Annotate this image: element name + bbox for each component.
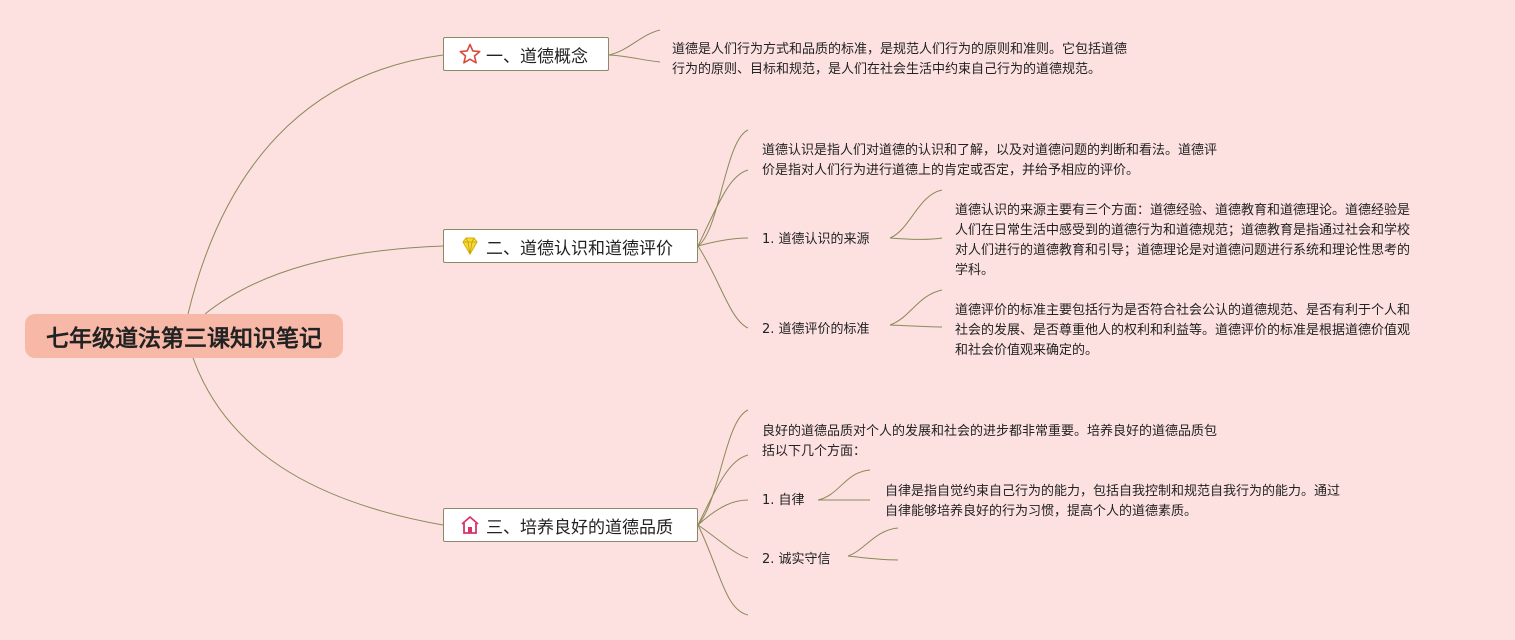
star-icon bbox=[458, 42, 482, 66]
sub-self-discipline-note: 自律是指自觉约束自己行为的能力，包括自我控制和规范自我行为的能力。通过 自律能够… bbox=[885, 484, 1341, 519]
root-title: 七年级道法第三课知识笔记 bbox=[46, 326, 322, 352]
root-topic[interactable]: 七年级道法第三课知识笔记 bbox=[25, 314, 343, 358]
branch-label: 三、培养良好的道德品质 bbox=[486, 517, 673, 538]
branch-good-moral-quality[interactable]: 三、培养良好的道德品质 bbox=[443, 508, 698, 542]
connector-root-branch-3 bbox=[192, 357, 444, 526]
diamond-icon bbox=[458, 234, 482, 258]
sub-1-note: 道德认识的来源主要有三个方面：道德经验、道德教育和道德理论。道德经验是 人们在日… bbox=[955, 203, 1411, 278]
connector-branch-1-note bbox=[608, 29, 661, 56]
sub-topic-cognition-source[interactable]: 1. 道德认识的来源 bbox=[762, 232, 870, 247]
connector-root-branch-1 bbox=[187, 54, 444, 315]
branch-3-note: 良好的道德品质对个人的发展和社会的进步都非常重要。培养良好的道德品质包 括以下几… bbox=[762, 424, 1218, 459]
branch-label: 二、道德认识和道德评价 bbox=[486, 238, 673, 259]
sub-topic-self-discipline[interactable]: 1. 自律 bbox=[762, 493, 805, 508]
sub-topic-evaluation-standard[interactable]: 2. 道德评价的标准 bbox=[762, 322, 870, 337]
branch-1-note: 道德是人们行为方式和品质的标准，是规范人们行为的原则和准则。它包括道德 行为的原… bbox=[672, 42, 1128, 77]
sub-topic-honesty[interactable]: 2. 诚实守信 bbox=[762, 552, 831, 567]
home-icon bbox=[458, 513, 482, 537]
branch-moral-cognition-evaluation[interactable]: 二、道德认识和道德评价 bbox=[443, 229, 698, 263]
branch-2-note: 道德认识是指人们对道德的认识和了解，以及对道德问题的判断和看法。道德评 价是指对… bbox=[762, 143, 1218, 178]
connector-root-branch-2 bbox=[204, 245, 444, 315]
sub-2-note: 道德评价的标准主要包括行为是否符合社会公认的道德规范、是否有利于个人和 社会的发… bbox=[955, 303, 1411, 358]
branch-label: 一、道德概念 bbox=[486, 46, 588, 67]
branch-moral-concept[interactable]: 一、道德概念 bbox=[443, 37, 609, 71]
